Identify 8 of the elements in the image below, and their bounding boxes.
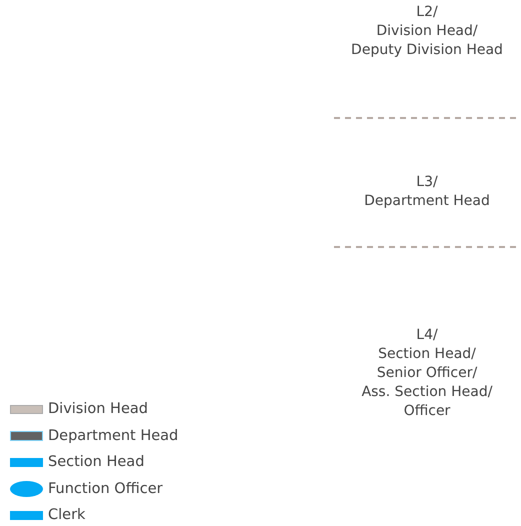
level-label: L2/ Division Head/ Deputy Division Head <box>350 3 504 60</box>
legend-label: Department Head <box>48 428 178 444</box>
level-label: L3/ Department Head <box>363 173 491 211</box>
level-label: L4/ Section Head/ Senior Officer/ Ass. Section Head/ Officer <box>360 326 494 421</box>
legend-label: Function Officer <box>48 480 163 496</box>
legend-label: Section Head <box>48 454 144 470</box>
legend-label: Division Head <box>48 401 148 417</box>
legend-label: Clerk <box>48 507 86 523</box>
